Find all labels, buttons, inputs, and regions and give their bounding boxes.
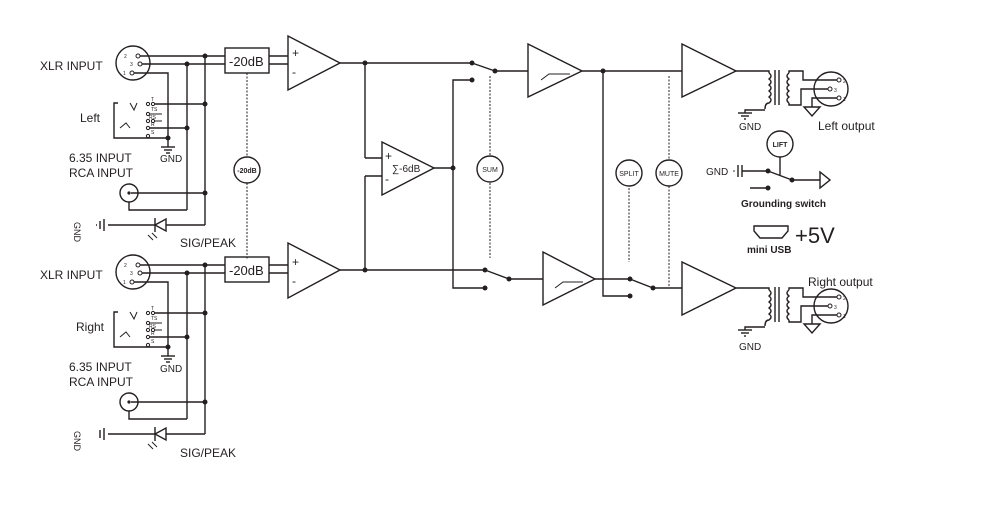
left-sig-peak-label: SIG/PEAK — [180, 236, 236, 250]
svg-text:T: T — [151, 306, 154, 312]
left-jack-contact-r: R — [151, 122, 155, 128]
sum-switch-control[interactable]: SUM — [476, 155, 504, 183]
left-xlr-pin3: 3 — [130, 62, 133, 68]
summing-amplifier: + - ∑-6dB — [364, 63, 485, 289]
left-jack-contact-ts: TS — [151, 107, 158, 113]
right-filter-block — [542, 250, 597, 307]
left-jack-contact-t: T — [151, 97, 154, 103]
left-jack-contact-s: S — [151, 130, 155, 136]
right-jack-input-label: 6.35 INPUT — [69, 360, 132, 374]
svg-text:-: - — [292, 274, 296, 288]
left-xlr-input-connector: 2 3 1 — [115, 45, 151, 81]
svg-text:1: 1 — [843, 314, 846, 320]
svg-text:+: + — [292, 46, 299, 60]
left-output-label: Left output — [818, 119, 875, 133]
left-sig-peak-led-icon — [96, 217, 205, 241]
right-channel: 2 3 1 XLR INPUT T TS RS R — [40, 241, 485, 460]
left-pad-label: -20dB — [229, 54, 264, 69]
left-jack-ground-icon — [161, 138, 175, 154]
svg-text:-: - — [292, 65, 296, 79]
svg-text:GND: GND — [72, 431, 82, 452]
svg-text:2: 2 — [124, 263, 127, 269]
right-side-label: Right — [76, 320, 105, 334]
svg-text:GND: GND — [160, 364, 182, 375]
split-switch-control[interactable]: SPLIT — [615, 159, 643, 187]
mini-usb-label: mini USB — [747, 245, 791, 256]
split-switch-label: SPLIT — [619, 171, 639, 178]
left-jack-contact-rs: RS — [149, 115, 157, 121]
svg-text:3: 3 — [834, 88, 837, 94]
right-sig-peak-label: SIG/PEAK — [180, 446, 236, 460]
right-jack-input-connector: T TS RS R S — [113, 306, 205, 348]
mini-usb-icon — [753, 225, 789, 239]
left-xlr-pin2: 2 — [124, 54, 127, 60]
pad-switch-label: -20dB — [237, 168, 256, 175]
grounding-gnd-label: GND — [706, 167, 728, 178]
svg-text:RS: RS — [149, 324, 157, 330]
svg-text:+: + — [385, 149, 392, 163]
mute-switch-label: MUTE — [659, 171, 679, 178]
svg-text:R: R — [151, 331, 155, 337]
lift-switch-control[interactable]: LIFT — [766, 130, 794, 158]
right-rca-input-connector — [119, 392, 205, 420]
right-output-gnd-label: GND — [739, 342, 761, 353]
left-input-amplifier: + - — [287, 34, 342, 92]
svg-text:-: - — [385, 172, 389, 186]
svg-text:1: 1 — [843, 97, 846, 103]
left-rca-input-connector — [119, 183, 205, 211]
right-xlr-input-label: XLR INPUT — [40, 268, 103, 282]
svg-text:-20dB: -20dB — [229, 263, 264, 278]
split-switch — [627, 276, 682, 299]
left-rca-input-label: RCA INPUT — [69, 166, 134, 180]
sum-switch-left — [469, 60, 528, 83]
right-output-amplifier — [681, 260, 738, 317]
left-output-gnd-icon — [738, 112, 752, 120]
grounding-switch — [733, 157, 832, 191]
svg-text:TS: TS — [151, 316, 158, 322]
right-pad-block: -20dB — [224, 256, 270, 283]
right-xlr-input-connector: 2 3 1 — [115, 254, 151, 290]
left-filter-block — [527, 42, 584, 99]
left-output-amplifier — [681, 42, 738, 99]
left-side-label: Left — [80, 111, 101, 125]
svg-text:3: 3 — [130, 271, 133, 277]
svg-text:1: 1 — [123, 280, 126, 286]
lift-switch-label: LIFT — [773, 142, 788, 149]
right-output-gnd-icon — [738, 329, 752, 337]
svg-text:3: 3 — [834, 305, 837, 311]
left-output-xlr-connector: 2 3 1 — [802, 71, 849, 118]
left-jack-input-connector: T TS RS R S — [113, 97, 205, 139]
left-xlr-input-label: XLR INPUT — [40, 59, 103, 73]
left-xlr-pin1: 1 — [123, 71, 126, 77]
grounding-switch-caption: Grounding switch — [741, 199, 826, 210]
right-sig-peak-led-icon — [99, 426, 205, 450]
left-jack-gnd-label: GND — [160, 154, 182, 165]
right-output-transformer — [736, 287, 837, 330]
svg-text:+: + — [292, 255, 299, 269]
power-voltage-label: +5V — [795, 223, 835, 248]
left-channel: 2 3 1 XLR INPUT T TS — [40, 34, 472, 250]
right-jack-ground-icon — [161, 347, 175, 363]
left-output-transformer — [736, 70, 837, 113]
right-input-amplifier: + - — [287, 241, 342, 300]
sum-switch-right — [482, 267, 543, 291]
summing-gain-label: ∑-6dB — [392, 164, 421, 175]
mute-switch-control[interactable]: MUTE — [655, 159, 683, 187]
svg-text:2: 2 — [843, 296, 846, 302]
right-output-label: Right output — [808, 275, 873, 289]
svg-text:S: S — [151, 339, 155, 345]
sum-switch-label: SUM — [482, 167, 498, 174]
left-led-gnd-label: GND — [72, 222, 82, 243]
pad-switch-control[interactable]: -20dB — [233, 156, 261, 184]
left-pad-block: -20dB — [224, 47, 270, 74]
right-output-xlr-connector: 2 3 1 — [802, 288, 849, 335]
right-rca-input-label: RCA INPUT — [69, 375, 134, 389]
svg-text:2: 2 — [843, 79, 846, 85]
left-jack-input-label: 6.35 INPUT — [69, 151, 132, 165]
left-output-gnd-label: GND — [739, 122, 761, 133]
